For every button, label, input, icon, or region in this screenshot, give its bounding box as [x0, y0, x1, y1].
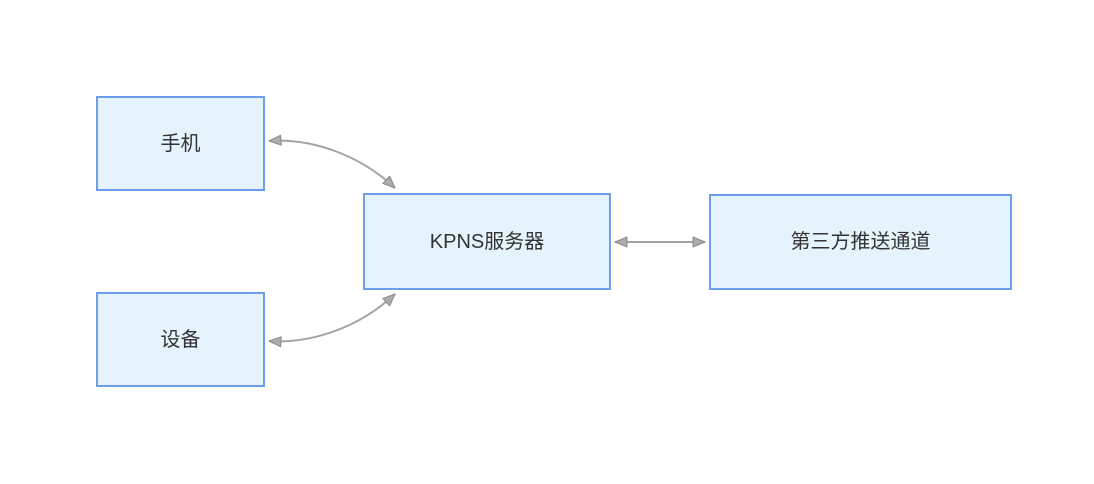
node-phone[interactable]: 手机 [96, 96, 265, 191]
node-phone-label: 手机 [160, 132, 201, 155]
node-kpns-server[interactable]: KPNS服务器 [363, 193, 611, 290]
node-third-party-channel[interactable]: 第三方推送通道 [709, 194, 1012, 290]
node-kpns-server-label: KPNS服务器 [429, 230, 545, 253]
edge-phone-kpns-server [268, 134, 396, 189]
node-device[interactable]: 设备 [96, 292, 265, 387]
edge-device-kpns-server [268, 293, 396, 348]
node-third-party-channel-label: 第三方推送通道 [790, 231, 931, 253]
node-device-label: 设备 [160, 328, 201, 351]
